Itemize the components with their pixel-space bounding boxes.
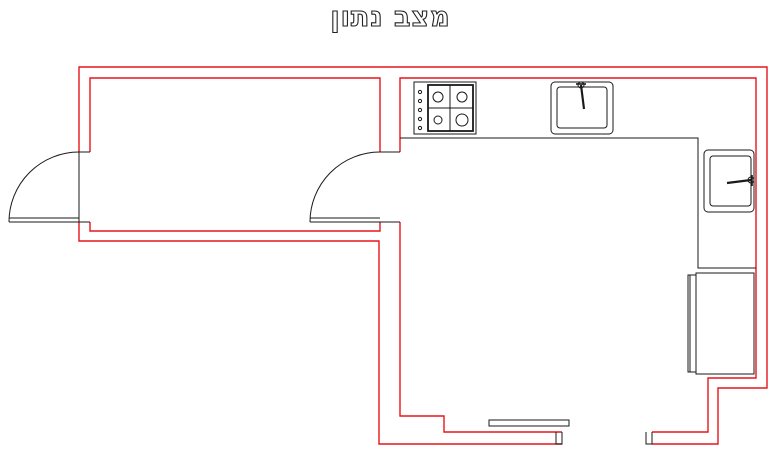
faucet-icon — [726, 175, 755, 186]
appliance-icon — [687, 272, 755, 375]
outer-wall-left-bottom — [78, 222, 562, 445]
inner-wall-left-room — [89, 77, 381, 152]
gas-stove-icon — [413, 81, 477, 135]
counter-top — [400, 137, 756, 269]
outer-wall-top — [78, 66, 768, 445]
window-sill — [488, 419, 570, 427]
sink-icon — [703, 149, 755, 213]
door-swing-icon — [309, 151, 381, 223]
inner-wall-kitchen-bottom — [399, 222, 562, 433]
wall-end-bottom-left — [555, 432, 563, 445]
sink-icon — [550, 81, 614, 135]
inner-wall-left-room-bottom — [89, 222, 381, 232]
door-swing-icon — [8, 151, 80, 223]
plan-title: מצב נתון — [330, 1, 451, 33]
inner-wall-kitchen — [399, 77, 757, 433]
faucet-icon — [576, 81, 586, 110]
wall-end-bottom-right — [645, 432, 653, 445]
